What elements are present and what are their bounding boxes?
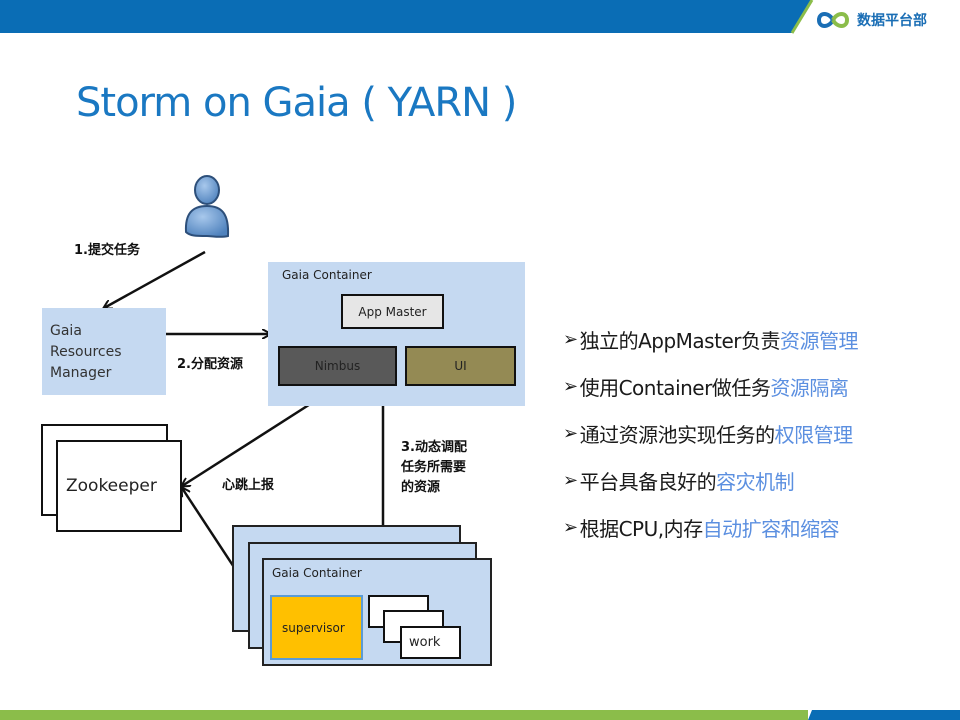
feature-text: 独立的AppMaster负责 xyxy=(579,329,781,353)
bullet-arrow-icon: ➢ xyxy=(563,329,578,350)
footer-blue-band xyxy=(808,710,960,720)
app-master-box: App Master xyxy=(341,294,444,329)
step-dynamic-label-line3: 的资源 xyxy=(401,480,441,495)
header-banner xyxy=(0,0,814,34)
step-submit-task-label: 1.提交任务 xyxy=(74,243,140,258)
master-container-box: Gaia Container App Master Nimbus UI xyxy=(268,262,525,406)
header-green-stripe xyxy=(790,0,814,34)
feature-item: ➢ 通过资源池实现任务的 权限管理 xyxy=(563,410,858,457)
work-box: work xyxy=(400,626,461,659)
rm-line2: Resources xyxy=(50,344,122,360)
worker-container-box: Gaia Container supervisor work xyxy=(262,558,492,666)
zookeeper-box: Zookeeper xyxy=(56,440,182,532)
feature-item: ➢ 独立的AppMaster负责 资源管理 xyxy=(563,316,858,363)
feature-text: 使用Container做任务 xyxy=(579,376,771,400)
feature-highlight: 权限管理 xyxy=(774,423,854,447)
footer-green-band xyxy=(0,710,808,720)
bullet-arrow-icon: ➢ xyxy=(563,376,578,397)
step-dynamic-label-line1: 3.动态调配 xyxy=(401,440,467,455)
feature-highlight: 自动扩容和缩容 xyxy=(702,517,840,541)
feature-text: 根据CPU,内存 xyxy=(579,517,704,541)
ui-box: UI xyxy=(405,346,516,386)
arrow-submit-task xyxy=(104,250,206,308)
feature-item: ➢ 根据CPU,内存 自动扩容和缩容 xyxy=(563,504,858,551)
infinity-loop-icon xyxy=(816,12,850,28)
feature-list: ➢ 独立的AppMaster负责 资源管理 ➢ 使用Container做任务 资… xyxy=(563,316,858,551)
resource-manager-box: Gaia Resources Manager xyxy=(42,308,166,395)
supervisor-box: supervisor xyxy=(270,595,363,660)
heartbeat-label: 心跳上报 xyxy=(222,478,275,493)
step-allocate-label: 2.分配资源 xyxy=(177,357,243,372)
feature-highlight: 容灾机制 xyxy=(716,470,795,494)
header-blue-band xyxy=(0,0,812,33)
master-container-title: Gaia Container xyxy=(282,268,372,282)
bullet-arrow-icon: ➢ xyxy=(563,470,578,491)
step-dynamic-label-line2: 任务所需要 xyxy=(401,460,467,475)
bullet-arrow-icon: ➢ xyxy=(563,423,578,444)
worker-container-title: Gaia Container xyxy=(272,566,362,580)
rm-line1: Gaia xyxy=(50,323,82,339)
feature-highlight: 资源管理 xyxy=(779,329,859,353)
nimbus-box: Nimbus xyxy=(278,346,397,386)
feature-highlight: 资源隔离 xyxy=(770,376,849,400)
feature-text: 通过资源池实现任务的 xyxy=(579,423,776,447)
footer-banner xyxy=(0,710,960,720)
feature-text: 平台具备良好的 xyxy=(579,470,717,494)
logo-text: 数据平台部 xyxy=(857,13,927,29)
bullet-arrow-icon: ➢ xyxy=(563,517,578,538)
page-title: Storm on Gaia ( YARN ) xyxy=(76,80,517,126)
logo: 数据平台部 xyxy=(815,7,927,33)
feature-item: ➢ 使用Container做任务 资源隔离 xyxy=(563,363,858,410)
user-icon xyxy=(184,175,230,238)
rm-line3: Manager xyxy=(50,365,112,381)
feature-item: ➢ 平台具备良好的 容灾机制 xyxy=(563,457,858,504)
